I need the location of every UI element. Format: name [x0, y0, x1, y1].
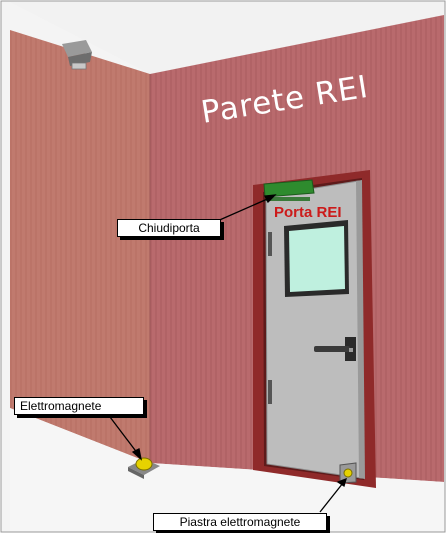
door-handle — [314, 337, 356, 361]
electromagnet-callout: Elettromagnete — [14, 397, 144, 415]
smoke-detector-icon — [62, 40, 92, 70]
arrowhead-chiudiporta — [263, 194, 277, 204]
left-wall — [10, 30, 150, 463]
arrow-elettromagnete — [109, 416, 139, 455]
door-hinge-bottom — [268, 380, 272, 404]
electromagnet-icon — [128, 457, 160, 479]
door-window — [284, 220, 349, 297]
leader-arrows — [109, 194, 347, 513]
door-hinge-top — [268, 232, 272, 256]
ceiling — [10, 2, 444, 74]
door-label: Porta REI — [274, 204, 342, 221]
door-closer-callout: Chiudiporta — [117, 219, 221, 237]
floor — [10, 408, 444, 531]
arrowhead-piastra — [336, 477, 347, 488]
door-edge — [356, 180, 365, 479]
door-closer — [263, 179, 315, 201]
electromagnet-plate-callout: Piastra elettromagnete — [153, 513, 327, 531]
arrowhead-elettromagnete — [131, 448, 143, 461]
arrow-piastra — [319, 482, 344, 513]
arrow-chiudiporta — [214, 196, 273, 223]
electromagnet-plate-icon — [339, 462, 357, 484]
